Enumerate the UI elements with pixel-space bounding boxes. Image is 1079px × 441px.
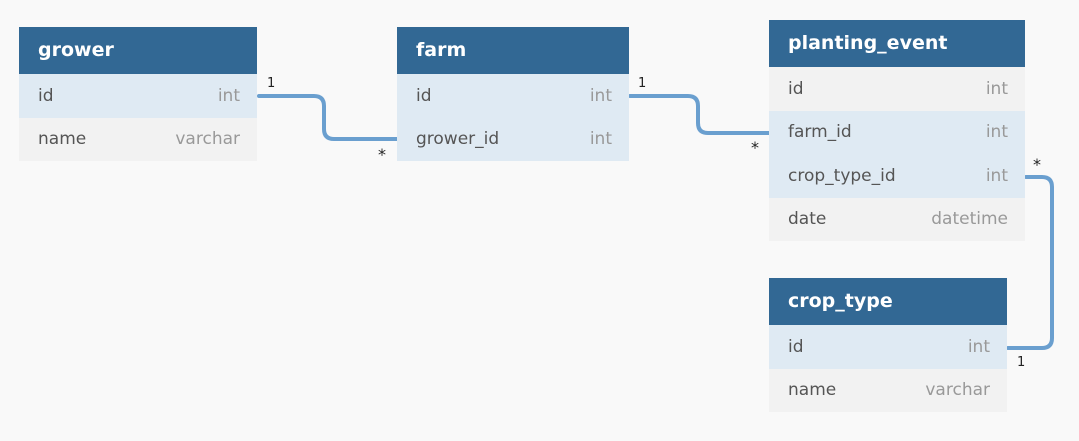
column-type: int [967, 336, 990, 357]
column-row-crop-type-name[interactable]: name varchar [769, 368, 1007, 412]
cardinality-label-crop-type-one: 1 [1017, 355, 1026, 370]
cardinality-label-planting-event-many-farm: * [751, 138, 759, 157]
column-name: name [38, 129, 87, 150]
cardinality-label-farm-many: * [378, 145, 386, 164]
table-header-planting-event[interactable]: planting_event [769, 20, 1025, 67]
cardinality-label-farm-one: 1 [638, 76, 647, 91]
column-name: id [38, 85, 54, 106]
column-row-planting-event-id[interactable]: id int [769, 67, 1025, 111]
column-row-crop-type-id[interactable]: id int [769, 325, 1007, 369]
table-crop-type[interactable]: crop_type id int name varchar [769, 278, 1007, 412]
table-planting-event[interactable]: planting_event id int farm_id int crop_t… [769, 20, 1025, 241]
column-row-grower-name[interactable]: name varchar [19, 117, 257, 161]
column-row-planting-event-date[interactable]: date datetime [769, 197, 1025, 241]
column-name: crop_type_id [788, 165, 896, 186]
column-name: grower_id [416, 129, 500, 150]
column-row-farm-grower-id[interactable]: grower_id int [397, 117, 629, 161]
column-row-grower-id[interactable]: id int [19, 74, 257, 118]
table-header-farm[interactable]: farm [397, 27, 629, 74]
column-row-planting-event-crop-type-id[interactable]: crop_type_id int [769, 154, 1025, 198]
column-type: int [589, 85, 612, 106]
column-type: int [589, 129, 612, 150]
table-header-grower[interactable]: grower [19, 27, 257, 74]
column-row-farm-id[interactable]: id int [397, 74, 629, 118]
table-grower[interactable]: grower id int name varchar [19, 27, 257, 161]
column-name: date [788, 209, 827, 230]
column-row-planting-event-farm-id[interactable]: farm_id int [769, 110, 1025, 154]
column-type: varchar [175, 129, 240, 150]
column-type: varchar [925, 380, 990, 401]
column-name: name [788, 380, 837, 401]
column-type: int [985, 122, 1008, 143]
cardinality-label-grower-one: 1 [267, 76, 276, 91]
column-name: id [416, 85, 432, 106]
column-type: datetime [931, 209, 1008, 230]
relation-farm-planting-event-line[interactable] [628, 94, 771, 135]
column-name: id [788, 78, 804, 99]
column-type: int [985, 78, 1008, 99]
table-header-crop-type[interactable]: crop_type [769, 278, 1007, 325]
column-type: int [985, 165, 1008, 186]
cardinality-label-planting-event-many-crop: * [1033, 155, 1041, 174]
relation-grower-farm-line[interactable] [257, 94, 399, 141]
column-name: id [788, 336, 804, 357]
column-type: int [217, 85, 240, 106]
column-name: farm_id [788, 122, 852, 143]
table-farm[interactable]: farm id int grower_id int [397, 27, 629, 161]
